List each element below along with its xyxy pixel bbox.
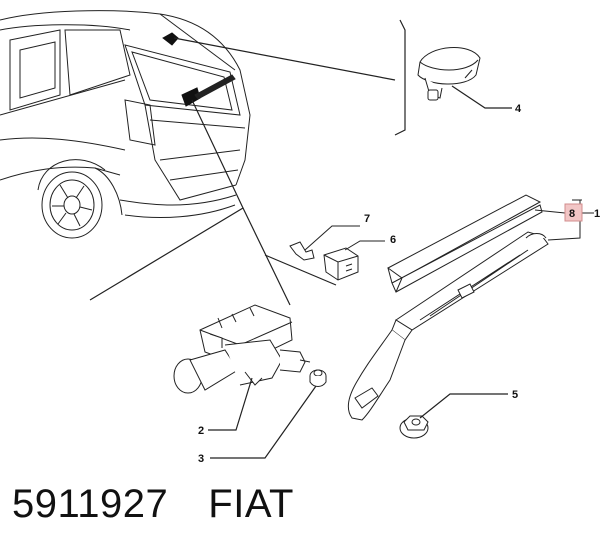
leader-2 (208, 377, 253, 431)
wiper-motor-part (173, 304, 311, 394)
clip-part (289, 241, 315, 261)
part-caption: 5911927 FIAT (12, 482, 294, 527)
leader-7 (304, 225, 360, 251)
callout-4: 4 (515, 103, 522, 115)
leader-lines (89, 19, 406, 306)
brand-name: FIAT (208, 482, 294, 526)
roof-nozzle-icon (162, 32, 179, 46)
leader-6 (344, 240, 385, 251)
callout-5: 5 (512, 389, 518, 401)
wiper-arm-part (347, 231, 549, 421)
callout-8: 8 (569, 208, 575, 220)
connector-part (323, 247, 359, 281)
rear-wiper-arm-icon (194, 74, 236, 100)
callout-8-highlight (564, 203, 583, 222)
callout-1: 1 (594, 208, 600, 220)
callout-6: 6 (390, 234, 396, 246)
callout-3: 3 (198, 453, 204, 465)
flange-nut-part (399, 415, 429, 439)
leader-3 (210, 385, 317, 459)
car-illustration (0, 10, 251, 239)
leader-4 (451, 85, 512, 109)
callout-2: 2 (198, 425, 204, 437)
part-number: 5911927 (12, 482, 169, 526)
wiper-blade-part (387, 194, 543, 293)
callout-7: 7 (364, 213, 370, 225)
leader-5 (419, 393, 508, 419)
washer-nozzle-part (417, 46, 481, 101)
nut-part (309, 369, 327, 387)
leader-8 (534, 209, 566, 214)
